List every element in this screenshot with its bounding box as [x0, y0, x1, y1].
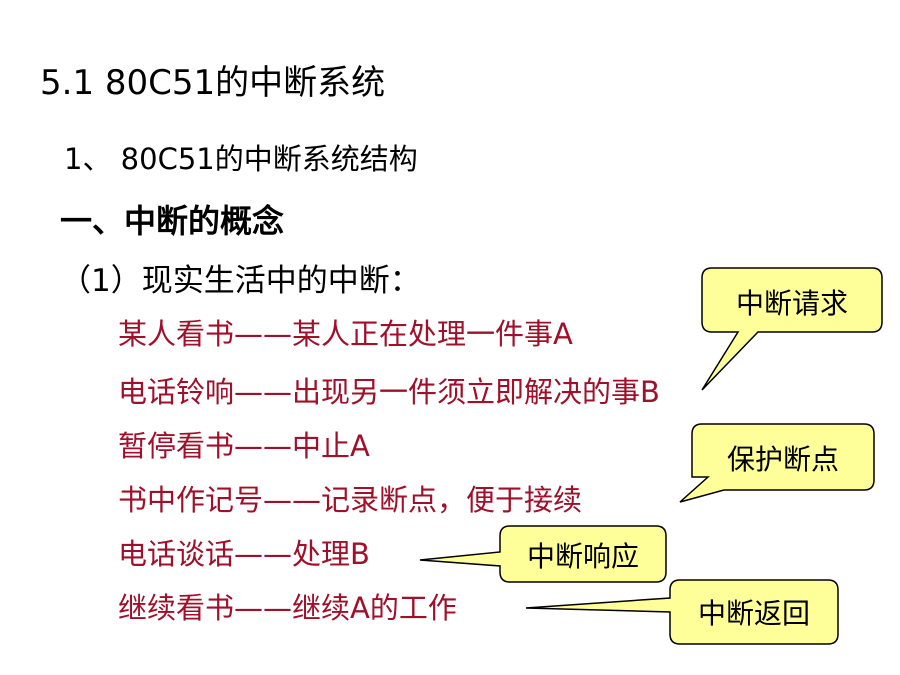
example-line-phone-rings: 电话铃响——出现另一件须立即解决的事B: [118, 375, 660, 409]
callout-interrupt-request-label: 中断请求: [736, 287, 848, 320]
callout-protect-breakpoint: 保护断点: [679, 423, 875, 503]
section-sub-heading: （1）现实生活中的中断：: [60, 263, 421, 299]
slide-subtitle: 1、 80C51的中断系统结构: [64, 142, 418, 176]
example-line-resume: 继续看书——继续A的工作: [118, 591, 457, 625]
example-line-pause: 暂停看书——中止A: [118, 429, 370, 463]
example-line-bookmark: 书中作记号——记录断点，便于接续: [118, 483, 583, 517]
callout-protect-breakpoint-label: 保护断点: [727, 443, 839, 476]
callout-interrupt-request: 中断请求: [701, 267, 883, 391]
section-heading: 一、中断的概念: [60, 202, 285, 240]
example-line-reading: 某人看书——某人正在处理一件事A: [118, 317, 573, 351]
example-line-phone-call: 电话谈话——处理B: [118, 537, 370, 571]
callout-interrupt-return: 中断返回: [525, 579, 839, 645]
callout-interrupt-return-label: 中断返回: [698, 597, 810, 630]
slide-title: 5.1 80C51的中断系统: [40, 63, 386, 103]
callout-interrupt-response: 中断响应: [419, 525, 667, 583]
callout-interrupt-response-label: 中断响应: [527, 540, 639, 573]
